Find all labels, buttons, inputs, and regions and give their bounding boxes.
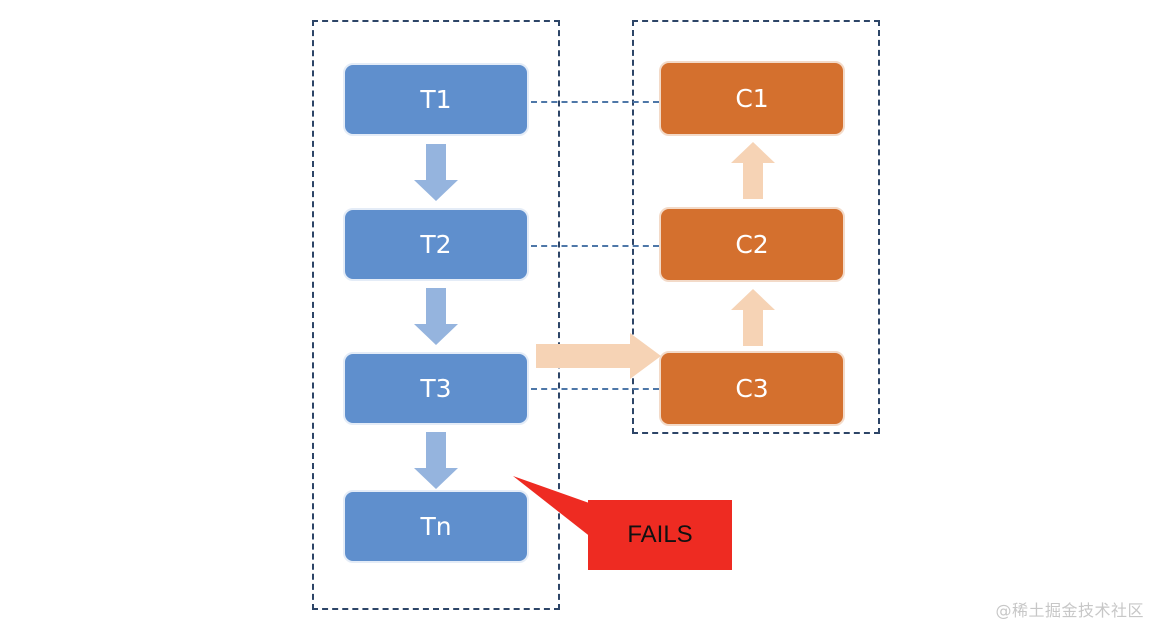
link-t3-c3 [531,388,659,390]
link-t1-c1 [531,101,659,103]
transaction-box-t1: T1 [343,63,529,136]
transaction-box-t2: T2 [343,208,529,281]
compensation-label: C1 [735,84,769,113]
up-arrow-c2-c1 [731,142,775,199]
transaction-label: Tn [420,512,452,541]
transaction-box-t3: T3 [343,352,529,425]
transaction-box-tn: Tn [343,490,529,563]
compensation-box-c3: C3 [659,351,845,426]
link-t2-c2 [531,245,659,247]
down-arrow-t3-tn [414,432,458,489]
transaction-group-frame [312,20,560,610]
down-arrow-t2-t3 [414,288,458,345]
compensation-box-c2: C2 [659,207,845,282]
up-arrow-c3-c2 [731,289,775,346]
callout-pointer [513,476,592,538]
right-arrow-t3-to-c3 [536,333,661,379]
compensation-label: C3 [735,374,769,403]
fails-callout-text: FAILS [627,521,693,548]
compensation-group-frame [632,20,880,434]
transaction-label: T2 [420,230,452,259]
down-arrow-t1-t2 [414,144,458,201]
compensation-box-c1: C1 [659,61,845,136]
watermark: @稀土掘金技术社区 [995,601,1144,620]
transaction-label: T1 [420,85,452,114]
compensation-label: C2 [735,230,769,259]
transaction-label: T3 [420,374,452,403]
fails-callout: FAILS [588,500,732,570]
